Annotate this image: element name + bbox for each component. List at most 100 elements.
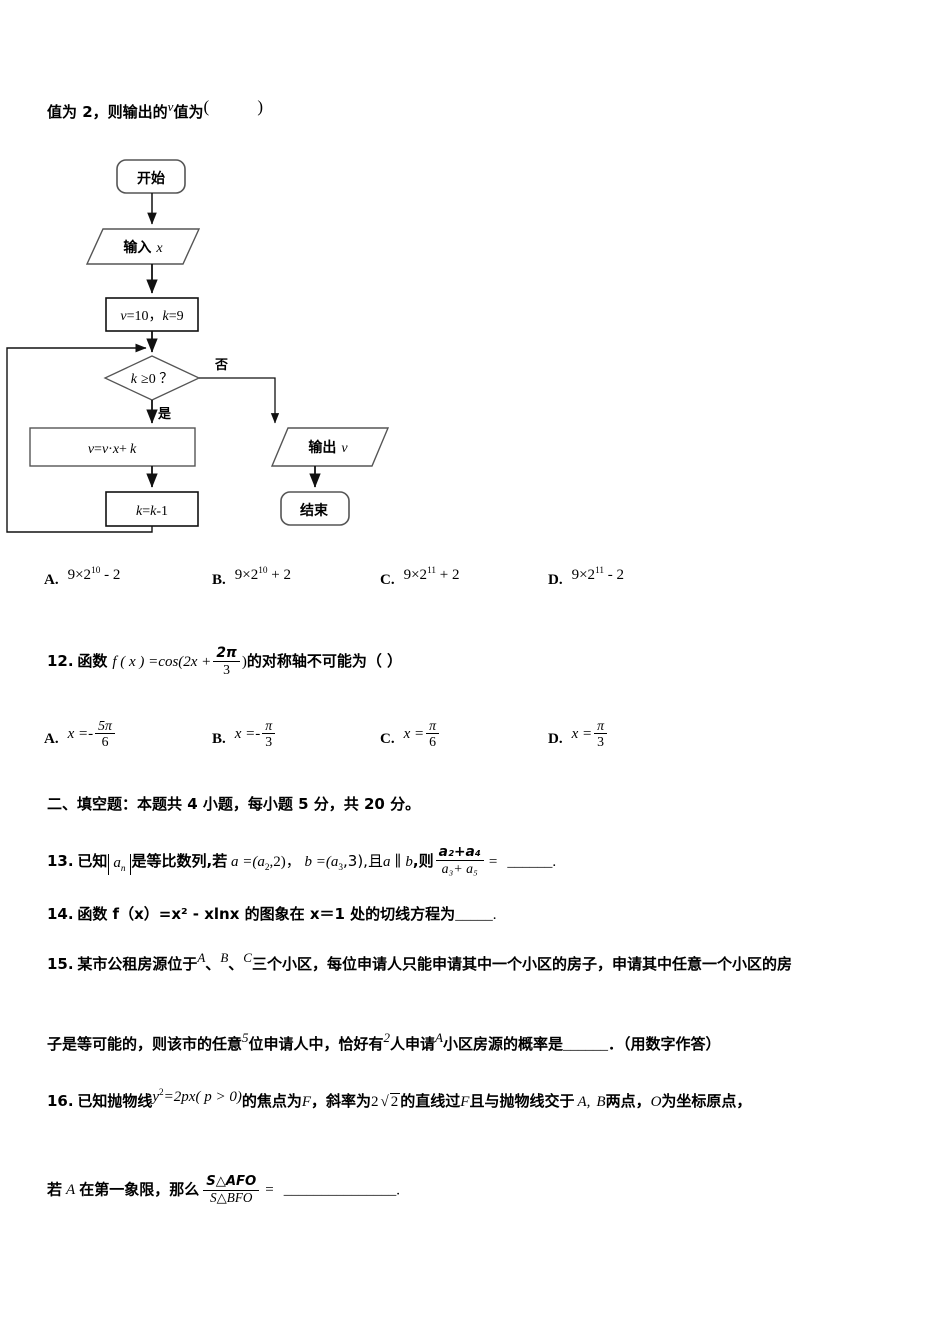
question-12-option-b-den: 3 xyxy=(265,734,273,750)
question-16-area-ratio-denominator: S△BFO xyxy=(210,1189,253,1205)
option-b-label: B. xyxy=(212,572,226,588)
question-16-period: . xyxy=(396,1182,400,1199)
option-d-label: D. xyxy=(548,572,563,588)
option-a-exponent: 10 xyxy=(91,566,101,576)
question-16-number: 16. xyxy=(47,1092,74,1110)
question-15-zone-target: A xyxy=(435,1030,443,1045)
option-c-tail: + 2 xyxy=(439,567,460,583)
question-15-zone-b: B xyxy=(220,950,229,965)
stem-text-before: 值为 2，则输出的 xyxy=(47,103,168,121)
question-16-slope-radicand: 2 xyxy=(389,1093,401,1110)
question-12-function-close: ) xyxy=(241,654,247,671)
option-d[interactable]: D.9×211 - 2 xyxy=(548,566,624,589)
question-16-area-ratio-numerator: S△AFO xyxy=(203,1174,260,1191)
option-b[interactable]: B.9×210 + 2 xyxy=(212,566,291,589)
question-16-line1-d: 的直线过 xyxy=(400,1092,461,1110)
question-11-options: A.9×210 - 2 B.9×210 + 2 C.9×211 + 2 D.9×… xyxy=(44,566,924,606)
question-12-option-d-label: D. xyxy=(548,731,563,748)
question-12-option-b-num: π xyxy=(262,718,276,735)
question-12-option-c-label: C. xyxy=(380,731,395,748)
question-15-count-people: 5 xyxy=(242,1030,249,1045)
option-d-exponent: 11 xyxy=(595,566,605,576)
question-13-part3: ,则 xyxy=(412,851,434,870)
question-12-function: f ( x ) =cos(2x + xyxy=(112,654,212,671)
flow-node-process-label: v=v·x+k xyxy=(88,442,137,457)
question-16-point-b: B xyxy=(596,1094,606,1110)
question-12-option-c-lhs: x = xyxy=(403,726,425,743)
option-c[interactable]: C.9×211 + 2 xyxy=(380,566,459,589)
question-13-vector-a-sub: 2 xyxy=(264,862,270,873)
question-12-option-b-label: B. xyxy=(212,731,226,748)
question-13-blank[interactable]: ______ xyxy=(507,853,553,870)
option-d-base: 9×2 xyxy=(571,567,596,583)
question-15-line2-c: 人申请 xyxy=(390,1035,436,1053)
question-16-parabola-exponent: 2 xyxy=(159,1088,164,1098)
option-a-label: A. xyxy=(44,572,59,588)
question-16-point-a-2: A xyxy=(66,1182,76,1199)
flow-node-decision-label: k≥0 ？ xyxy=(131,372,173,387)
question-16-focus: F xyxy=(301,1094,312,1110)
option-a-tail: - 2 xyxy=(104,567,121,583)
question-13-parallel-a: a xyxy=(382,853,391,870)
option-b-tail: + 2 xyxy=(271,567,291,583)
question-15-line2-e: ．（用数字作答） xyxy=(608,1035,721,1053)
question-12-option-a-label: A. xyxy=(44,731,59,748)
flow-node-decrement-label: k=k-1 xyxy=(136,504,168,519)
option-b-base: 9×2 xyxy=(234,567,259,583)
question-13-part1: 已知 xyxy=(77,851,108,870)
question-14-text: 函数 f（x）=x² - xlnx 的图象在 x＝1 处的切线方程为 xyxy=(77,905,456,923)
question-15-line2-b: 位申请人中，恰好有 xyxy=(248,1035,384,1053)
question-14-number: 14. xyxy=(47,905,74,923)
question-13-number: 13. xyxy=(47,851,74,870)
question-14-period: . xyxy=(492,907,497,923)
question-13-sequence-subscript: n xyxy=(120,863,126,874)
question-15-line1-a: 某市公租房源位于 xyxy=(77,955,198,973)
question-14-blank[interactable]: _____ xyxy=(455,907,493,923)
question-12-fraction-denominator: 3 xyxy=(223,662,231,678)
question-13-sequence: a xyxy=(113,854,121,871)
question-13-ratio-numerator: a₂+a₄ xyxy=(435,844,484,862)
question-12-text-after: 的对称轴不可能为（ ） xyxy=(246,652,403,671)
question-15-line2-a: 子是等可能的，则该市的任意 xyxy=(47,1035,243,1053)
section-two-heading: 二、填空题：本题共 4 小题，每小题 5 分，共 20 分。 xyxy=(47,795,421,813)
question-16-sqrt-icon: √2 xyxy=(380,1093,401,1110)
question-15-blank[interactable]: ______ xyxy=(563,1037,609,1053)
question-16-blank[interactable]: _______________ xyxy=(283,1182,397,1199)
flow-branch-no-label: 否 xyxy=(214,358,228,373)
question-13-period: . xyxy=(552,853,557,870)
question-13-sequence-bracket: an xyxy=(108,853,131,875)
option-a-base: 9×2 xyxy=(67,567,92,583)
question-13-vector-b: b =(a xyxy=(304,853,339,870)
option-a[interactable]: A. 9×210 - 2 xyxy=(44,566,120,589)
question-12-option-c-num: π xyxy=(426,718,440,735)
question-15-number: 15. xyxy=(47,955,74,973)
question-16-point-a: A, xyxy=(577,1094,591,1110)
option-c-label: C. xyxy=(380,572,395,588)
flow-branch-yes-label: 是 xyxy=(157,407,172,422)
question-13-parallel-symbol: ∥ xyxy=(394,853,402,870)
question-16-line1-a: 已知抛物线 xyxy=(77,1092,153,1110)
question-13-vector-b-end: ,3),且 xyxy=(343,851,383,870)
question-13-part2: 是等比数列,若 xyxy=(131,851,228,870)
stem-text-after: 值为 xyxy=(173,103,204,121)
question-12-option-a-lhs: x =- xyxy=(67,726,94,743)
question-14: 14. 函数 f（x）=x² - xlnx 的图象在 x＝1 处的切线方程为__… xyxy=(47,903,496,924)
question-12-fraction-numerator: 2π xyxy=(213,645,240,663)
question-16-focus-2: F xyxy=(460,1094,470,1110)
question-15-line2-d: 小区房源的概率是 xyxy=(443,1035,564,1053)
option-c-exponent: 11 xyxy=(427,566,437,576)
